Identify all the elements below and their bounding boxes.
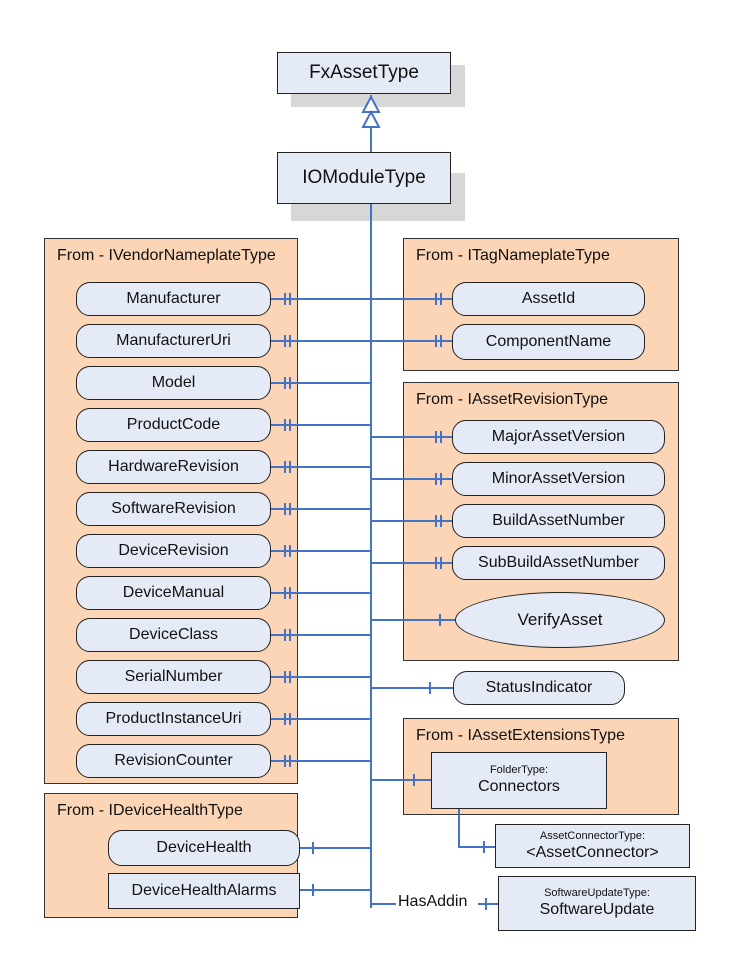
revisioncounter-label: RevisionCounter: [114, 752, 233, 769]
manufacturer-node: Manufacturer: [76, 282, 271, 316]
productcode-node: ProductCode: [76, 408, 271, 442]
inheritance-arrow-lower: [361, 109, 381, 128]
statusindicator-label: StatusIndicator: [485, 679, 593, 696]
manufacturer-label: Manufacturer: [126, 290, 221, 307]
productcode-label: ProductCode: [126, 416, 221, 433]
buildassetnumber-node: BuildAssetNumber: [452, 504, 665, 538]
cardinality-ticks: [284, 293, 487, 910]
majorassetversion-node: MajorAssetVersion: [452, 420, 665, 454]
componentname-label: ComponentName: [485, 333, 612, 350]
softwarerevision-node: SoftwareRevision: [76, 492, 271, 526]
deviceclass-label: DeviceClass: [129, 626, 218, 643]
minorassetversion-label: MinorAssetVersion: [491, 470, 626, 487]
vendor-nameplate-title: From - IVendorNameplateType: [57, 247, 276, 264]
devicehealth-label: DeviceHealth: [156, 839, 252, 856]
hasaddin-label: HasAddin: [396, 893, 470, 911]
inheritance-arrow-upper: [361, 94, 381, 113]
connectors-folder-name: Connectors: [478, 778, 560, 795]
productinstanceuri-label: ProductInstanceUri: [105, 710, 242, 727]
serialnumber-node: SerialNumber: [76, 660, 271, 694]
devicehealth-node: DeviceHealth: [108, 830, 300, 866]
hardwarerevision-node: HardwareRevision: [76, 450, 271, 484]
minorassetversion-node: MinorAssetVersion: [452, 462, 665, 496]
assetconnector-type: AssetConnectorType:: [539, 829, 646, 842]
assetid-node: AssetId: [452, 282, 645, 316]
device-health-title: From - IDeviceHealthType: [57, 802, 243, 819]
model-label: Model: [151, 374, 196, 391]
statusindicator-node: StatusIndicator: [453, 671, 625, 705]
subbuildassetnumber-label: SubBuildAssetNumber: [478, 554, 639, 571]
buildassetnumber-label: BuildAssetNumber: [492, 512, 625, 529]
iomoduletype-label: IOModuleType: [302, 167, 426, 188]
deviceclass-node: DeviceClass: [76, 618, 271, 652]
softwareupdate-type: SoftwareUpdateType:: [544, 887, 650, 899]
manufactureruri-label: ManufacturerUri: [116, 332, 231, 349]
link-hasaddin: [370, 890, 396, 905]
devicemanual-label: DeviceManual: [122, 584, 225, 601]
devicehealthalarms-node: DeviceHealthAlarms: [108, 873, 300, 909]
softwareupdate-node: SoftwareUpdateType: SoftwareUpdate: [498, 876, 696, 931]
manufactureruri-node: ManufacturerUri: [76, 324, 271, 358]
link-assetconnector: [458, 809, 495, 848]
devicerevision-label: DeviceRevision: [118, 542, 229, 559]
devicerevision-node: DeviceRevision: [76, 534, 271, 568]
tag-nameplate-title: From - ITagNameplateType: [416, 247, 610, 264]
verifyasset-label: VerifyAsset: [517, 610, 603, 629]
connectors-folder-node: FolderType: Connectors: [431, 752, 607, 809]
softwarerevision-label: SoftwareRevision: [111, 500, 236, 517]
assetid-label: AssetId: [521, 290, 576, 307]
assetconnector-node: AssetConnectorType: <AssetConnector>: [495, 824, 690, 868]
assetconnector-name: <AssetConnector>: [526, 843, 659, 861]
devicehealthalarms-label: DeviceHealthAlarms: [131, 882, 277, 899]
productinstanceuri-node: ProductInstanceUri: [76, 702, 271, 736]
asset-revision-title: From - IAssetRevisionType: [416, 391, 609, 408]
subbuildassetnumber-node: SubBuildAssetNumber: [452, 546, 665, 580]
model-node: Model: [76, 366, 271, 400]
fxassettype-label: FxAssetType: [309, 62, 419, 83]
iomoduletype-node: IOModuleType: [277, 152, 451, 204]
connectors-folder-type: FolderType:: [489, 764, 549, 776]
verifyasset-method: VerifyAsset: [455, 592, 665, 648]
softwareupdate-name: SoftwareUpdate: [539, 901, 655, 918]
fxassettype-node: FxAssetType: [277, 52, 451, 94]
hardwarerevision-label: HardwareRevision: [108, 458, 239, 475]
majorassetversion-label: MajorAssetVersion: [491, 428, 626, 445]
revisioncounter-node: RevisionCounter: [76, 744, 271, 778]
serialnumber-label: SerialNumber: [124, 668, 223, 685]
componentname-node: ComponentName: [452, 324, 645, 360]
asset-extensions-title: From - IAssetExtensionsType: [416, 727, 625, 744]
devicemanual-node: DeviceManual: [76, 576, 271, 610]
